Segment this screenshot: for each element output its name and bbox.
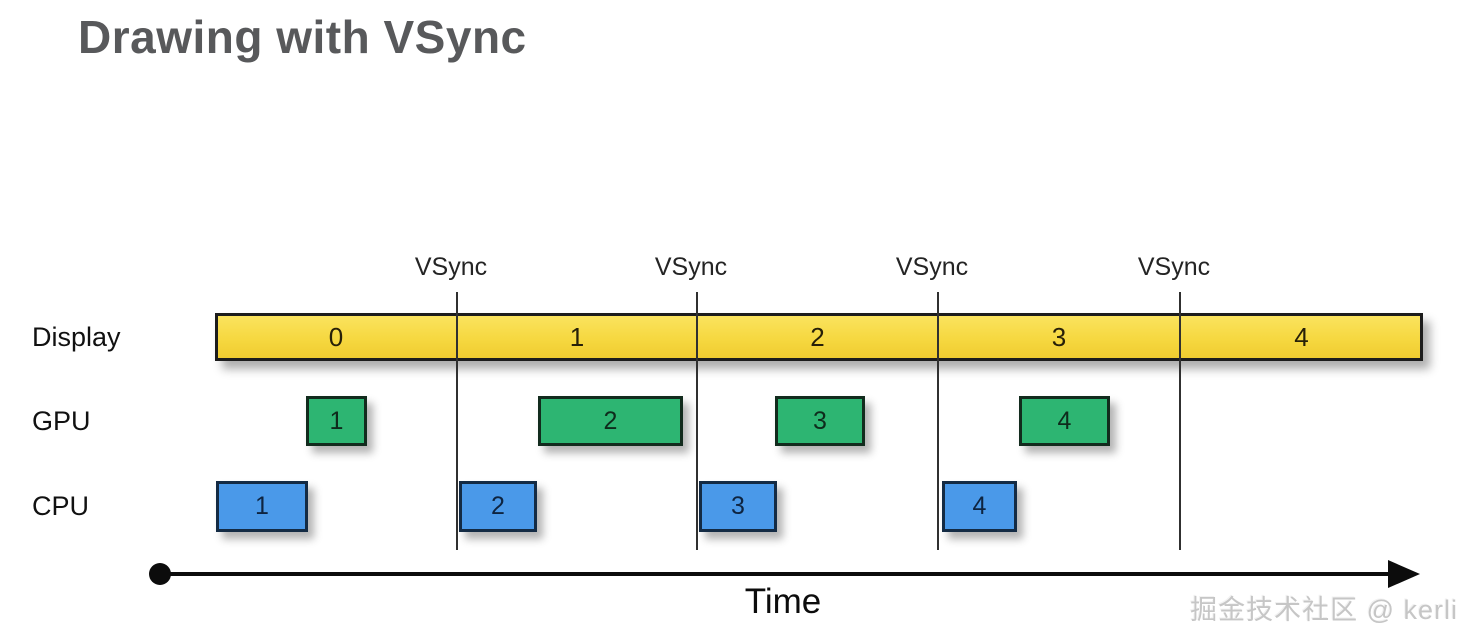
gpu-frame-block-4: 4 [1019,396,1110,446]
vsync-line-3 [937,292,939,550]
row-label-gpu: GPU [32,405,91,436]
row-label-cpu: CPU [32,491,90,521]
time-axis-label: Time [744,582,822,621]
vsync-line-1 [456,292,458,550]
page-title: Drawing with VSync [78,11,527,63]
display-frame-segment-0: 0 [328,321,344,352]
vsync-line-4 [1179,292,1181,550]
display-frame-segment-3: 3 [1051,321,1067,352]
cpu-frame-block-3: 3 [699,481,777,532]
display-frame-segment-2: 2 [810,321,825,352]
vsync-line-2 [696,292,698,550]
gpu-frame-block-1: 1 [306,396,367,446]
display-frame-segment-4: 4 [1294,321,1309,352]
display-frame-segment-1: 1 [569,321,585,352]
cpu-frame-block-2: 2 [459,481,537,532]
vsync-label-4: VSync [1137,253,1211,281]
cpu-frame-block-1: 1 [216,481,308,532]
time-axis-line [158,572,1390,576]
vsync-label-1: VSync [414,253,488,281]
time-axis-arrow-icon [1388,560,1420,588]
cpu-frame-block-4: 4 [942,481,1017,532]
gpu-frame-block-3: 3 [775,396,865,446]
vsync-label-3: VSync [895,253,969,281]
watermark: 掘金技术社区 @ kerli [1190,595,1458,625]
display-track-bar: 0 1 2 3 4 [215,313,1423,361]
vsync-label-2: VSync [654,253,728,281]
row-label-display: Display [32,321,121,352]
gpu-frame-block-2: 2 [538,396,683,446]
